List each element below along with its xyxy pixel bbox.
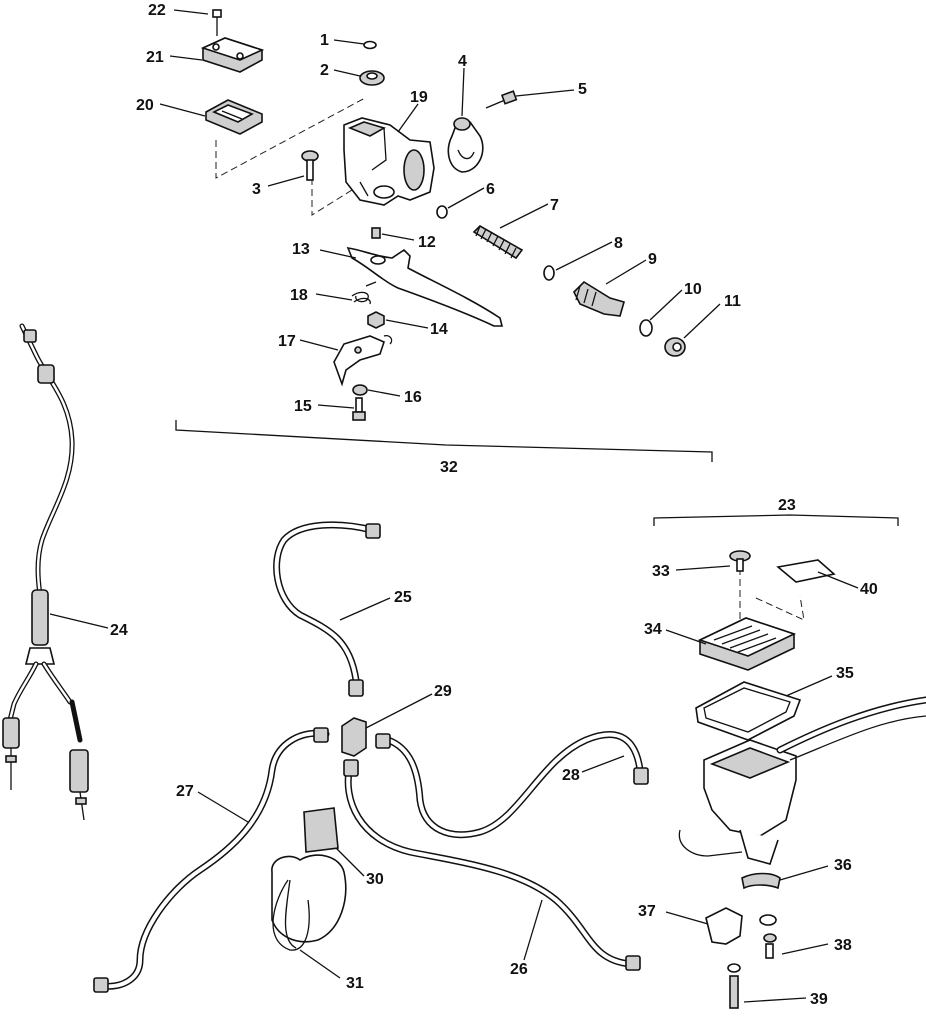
- label-part-24: 24: [110, 622, 128, 639]
- label-part-3: 3: [252, 181, 261, 198]
- label-part-23: 23: [778, 497, 796, 514]
- brake-hose-system: [93, 521, 649, 993]
- part-38-screw: [759, 914, 777, 959]
- part-31-parts-bag: [271, 854, 347, 951]
- label-part-35: 35: [836, 665, 854, 682]
- assembly-23-bracket: [653, 514, 899, 526]
- label-part-33: 33: [652, 563, 670, 580]
- part-33-screw: [729, 550, 751, 572]
- part-2-bushing: [359, 70, 385, 86]
- label-part-6: 6: [486, 181, 495, 198]
- part-36-spacer: [741, 872, 781, 890]
- part-8-washer: [543, 265, 555, 281]
- label-part-38: 38: [834, 937, 852, 954]
- label-part-22: 22: [148, 2, 166, 19]
- label-part-32: 32: [440, 459, 458, 476]
- alignment-line: [311, 178, 361, 216]
- part-21-cover: [200, 37, 265, 73]
- part-25-hose: [273, 521, 376, 684]
- label-part-4: 4: [458, 53, 467, 70]
- label-part-9: 9: [648, 251, 657, 268]
- label-part-16: 16: [404, 389, 422, 406]
- part-1-washer: [363, 40, 377, 50]
- alignment-line: [739, 568, 805, 621]
- label-part-18: 18: [290, 287, 308, 304]
- part-4-clamp: [447, 117, 484, 173]
- label-part-17: 17: [278, 333, 296, 350]
- label-part-7: 7: [550, 197, 559, 214]
- label-part-29: 29: [434, 683, 452, 700]
- label-part-25: 25: [394, 589, 412, 606]
- part-13-brake-lever: [346, 247, 504, 327]
- label-part-37: 37: [638, 903, 656, 920]
- part-9-piston: [573, 280, 625, 317]
- label-part-13: 13: [292, 241, 310, 258]
- label-part-27: 27: [176, 783, 194, 800]
- part-20-diaphragm: [205, 99, 263, 135]
- part-39-screw: [727, 963, 741, 1009]
- brake-master-cylinder-assembly: [175, 9, 713, 462]
- label-part-28: 28: [562, 767, 580, 784]
- part-10-o-ring: [639, 319, 653, 337]
- label-part-26: 26: [510, 961, 528, 978]
- brake-master-cylinder-assembly-2: [653, 514, 926, 1009]
- part-30-tag: [303, 807, 339, 853]
- label-part-10: 10: [684, 281, 702, 298]
- part-14-nut: [367, 311, 385, 329]
- label-part-1: 1: [320, 32, 329, 49]
- label-part-21: 21: [146, 49, 164, 66]
- part-18-spring: [351, 281, 377, 305]
- label-part-8: 8: [614, 235, 623, 252]
- label-part-31: 31: [346, 975, 364, 992]
- part-24-throttle-cable: [2, 323, 89, 821]
- label-part-39: 39: [810, 991, 828, 1008]
- label-part-14: 14: [430, 321, 448, 338]
- part-16-washer: [352, 384, 368, 396]
- label-part-2: 2: [320, 62, 329, 79]
- leader-lines: [49, 9, 859, 1003]
- part-6-washer: [436, 205, 448, 219]
- assembly-32-bracket: [175, 420, 713, 462]
- part-3-bolt: [301, 150, 319, 181]
- part-11-seal: [664, 337, 686, 357]
- part-40-label: [776, 559, 836, 583]
- part-number-labels: 22 21 20 1 2 4 5 19 3 6 7 12 8 13 9 18 1…: [110, 2, 878, 1008]
- part-12-pin: [371, 227, 381, 239]
- alignment-line: [215, 97, 366, 179]
- label-part-36: 36: [834, 857, 852, 874]
- label-part-11: 11: [724, 293, 741, 310]
- part-34-cover: [697, 617, 797, 671]
- label-part-19: 19: [410, 89, 428, 106]
- part-17-bracket: [333, 334, 393, 387]
- master-cylinder-body: [678, 696, 926, 865]
- part-5-screw: [485, 90, 518, 109]
- part-15-screw: [352, 397, 366, 421]
- label-part-15: 15: [294, 398, 312, 415]
- label-part-34: 34: [644, 621, 662, 638]
- part-29-junction-block: [341, 717, 367, 757]
- label-part-40: 40: [860, 581, 878, 598]
- label-part-30: 30: [366, 871, 384, 888]
- part-26-hose: [344, 762, 634, 968]
- part-19-master-cylinder-body: [343, 117, 435, 206]
- part-7-spring: [472, 225, 524, 260]
- label-part-20: 20: [136, 97, 154, 114]
- label-part-5: 5: [578, 81, 587, 98]
- part-37-clamp: [705, 907, 743, 945]
- part-22-screw: [212, 9, 222, 36]
- label-part-12: 12: [418, 234, 436, 251]
